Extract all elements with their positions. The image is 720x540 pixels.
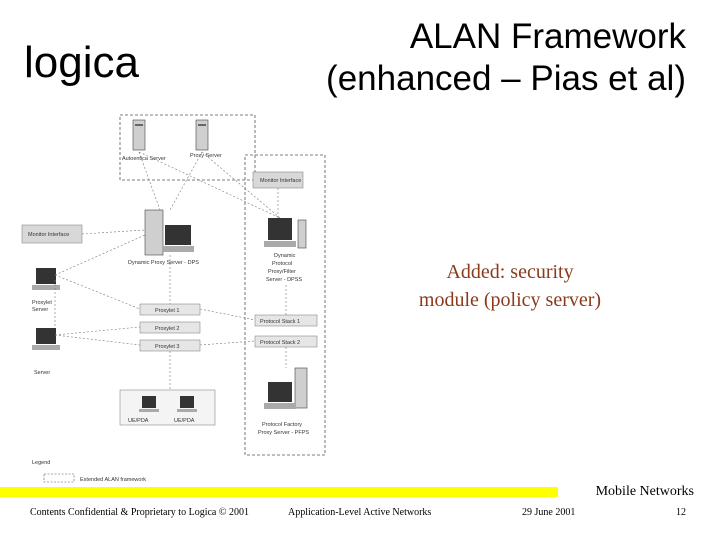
proxylet-server-label-1: Proxylet xyxy=(32,300,52,306)
security-note-line-2: module (policy server) xyxy=(418,289,602,311)
footer-topic: Application-Level Active Networks xyxy=(288,507,432,518)
connection-lines xyxy=(54,151,287,390)
protocol-stack-2-label: Protocol Stack 2 xyxy=(260,340,300,346)
ue-b-label: UE/PDA xyxy=(174,418,195,424)
legend-title: Legend xyxy=(32,460,50,466)
extended-framework-boundary-top xyxy=(119,114,256,181)
monitor-interface-top-label: Monitor Interface xyxy=(260,178,301,184)
alan-framework-diagram: Autoentica Server Proxy Server Monitor I… xyxy=(21,114,326,483)
ue-a-computer-icon xyxy=(139,396,159,412)
dpps-label-4: Server - DPSS xyxy=(266,277,302,283)
proxylet-2-label: Proxylet 2 xyxy=(155,326,179,332)
dpps-label-1: Dynamic xyxy=(274,253,296,259)
legend-swatch xyxy=(43,473,75,483)
footer-section-title: Mobile Networks xyxy=(595,484,694,499)
dpps-label-2: Protocol xyxy=(272,261,292,267)
footer-date: 29 June 2001 xyxy=(522,507,576,518)
server-computer-icon xyxy=(32,328,60,350)
slide-title-line-2: (enhanced – Pias et al) xyxy=(326,59,686,98)
pfps-label-1: Protocol Factory xyxy=(262,422,302,428)
protocol-stack-1-label: Protocol Stack 1 xyxy=(260,319,300,325)
slide-title: ALAN Framework (enhanced – Pias et al) xyxy=(266,16,686,100)
security-note-line-1: Added: security xyxy=(446,261,574,283)
footer-accent-bar xyxy=(0,487,558,497)
proxylet-server-label-2: Server xyxy=(32,307,48,313)
legend-item-label: Extended ALAN framework xyxy=(80,477,146,483)
footer-page-number: 12 xyxy=(676,507,686,518)
footer-confidential: Contents Confidential & Proprietary to L… xyxy=(30,507,249,518)
monitor-interface-left-label: Monitor Interface xyxy=(28,232,69,238)
ue-a-label: UE/PDA xyxy=(128,418,149,424)
proxylet-server-computer-icon xyxy=(32,268,60,290)
pfps-computer-icon xyxy=(264,367,308,409)
extended-framework-boundary-right xyxy=(244,154,326,456)
proxylet-2 xyxy=(139,321,201,334)
proxylet-1-label: Proxylet 1 xyxy=(155,308,179,314)
proxy-server-icon xyxy=(195,119,209,151)
dps-computer-icon xyxy=(144,209,194,256)
ue-b-computer-icon xyxy=(177,396,197,412)
company-logo: logica xyxy=(24,38,139,87)
security-note: Added: security module (policy server) xyxy=(380,258,640,314)
dps-label: Dynamic Proxy Server - DPS xyxy=(128,260,199,266)
slide-title-line-1: ALAN Framework xyxy=(409,17,686,56)
proxy-server-label: Proxy Server xyxy=(190,153,222,159)
proxylet-3-label: Proxylet 3 xyxy=(155,344,179,350)
dpps-computer-icon xyxy=(264,218,307,249)
server-label: Server xyxy=(34,370,50,376)
pfps-label-2: Proxy Server - PFPS xyxy=(258,430,309,436)
auth-server-icon xyxy=(132,119,146,151)
auth-server-label: Autoentica Server xyxy=(122,156,166,162)
ue-group xyxy=(119,389,216,426)
dpps-label-3: Proxy/Filter xyxy=(268,269,296,275)
